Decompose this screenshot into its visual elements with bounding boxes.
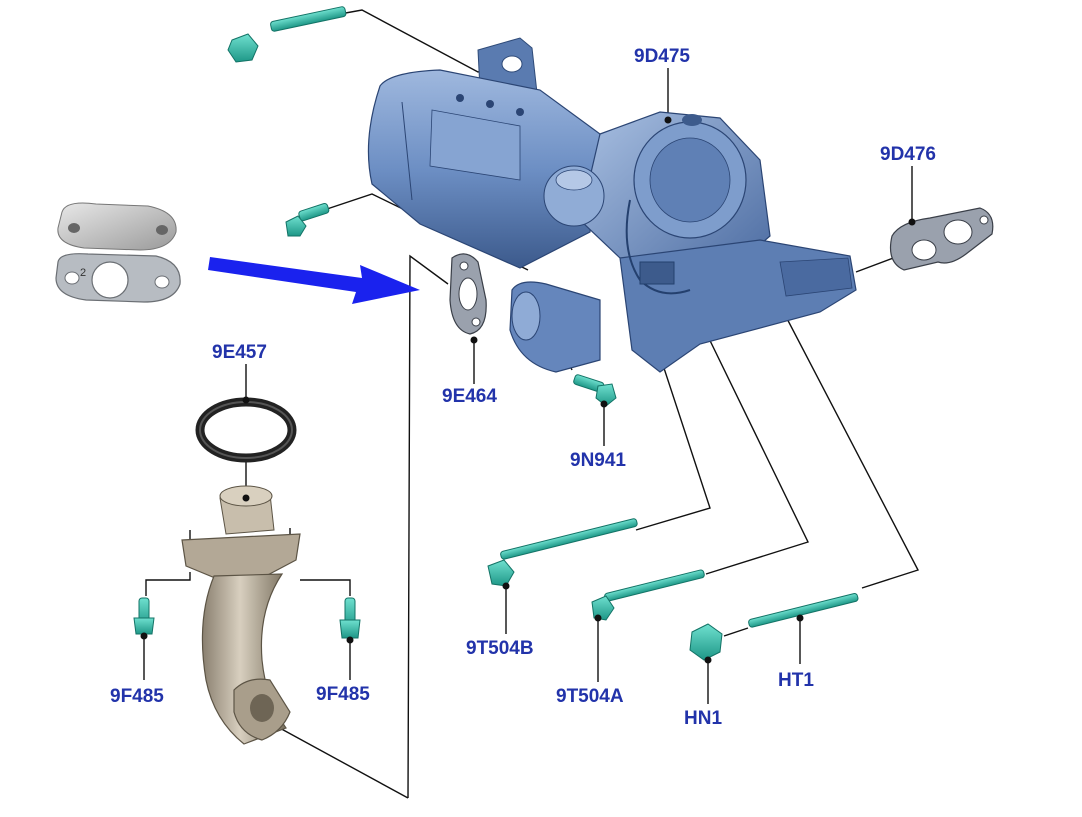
label-9d476: 9D476 (880, 144, 936, 165)
highlight-arrow (208, 257, 420, 304)
label-ht1: HT1 (778, 670, 814, 691)
egr-cooler-assembly (367, 37, 857, 373)
label-9f485-right: 9F485 (316, 684, 370, 705)
callout-labels: 9D475 9D476 9E457 9E464 9N941 9T504B 9T5… (110, 46, 936, 729)
label-hn1: HN1 (684, 708, 722, 729)
leader-dots (140, 116, 916, 664)
leader-lines (143, 9, 920, 799)
blanking-plate-inset: 2 (55, 202, 181, 303)
label-9t504a: 9T504A (556, 686, 624, 707)
label-9t504b: 9T504B (466, 638, 534, 659)
label-9n941: 9N941 (570, 450, 626, 471)
fasteners (133, 6, 859, 661)
label-9d475: 9D475 (634, 46, 690, 67)
o-ring-9e457 (195, 397, 297, 463)
label-9f485-left: 9F485 (110, 686, 164, 707)
plate-marking: 2 (80, 267, 86, 279)
gasket-9e464 (449, 253, 487, 335)
label-9e464: 9E464 (442, 386, 497, 407)
inlet-pipe (181, 485, 301, 745)
label-9e457: 9E457 (212, 342, 267, 363)
gasket-9d476 (889, 207, 994, 271)
